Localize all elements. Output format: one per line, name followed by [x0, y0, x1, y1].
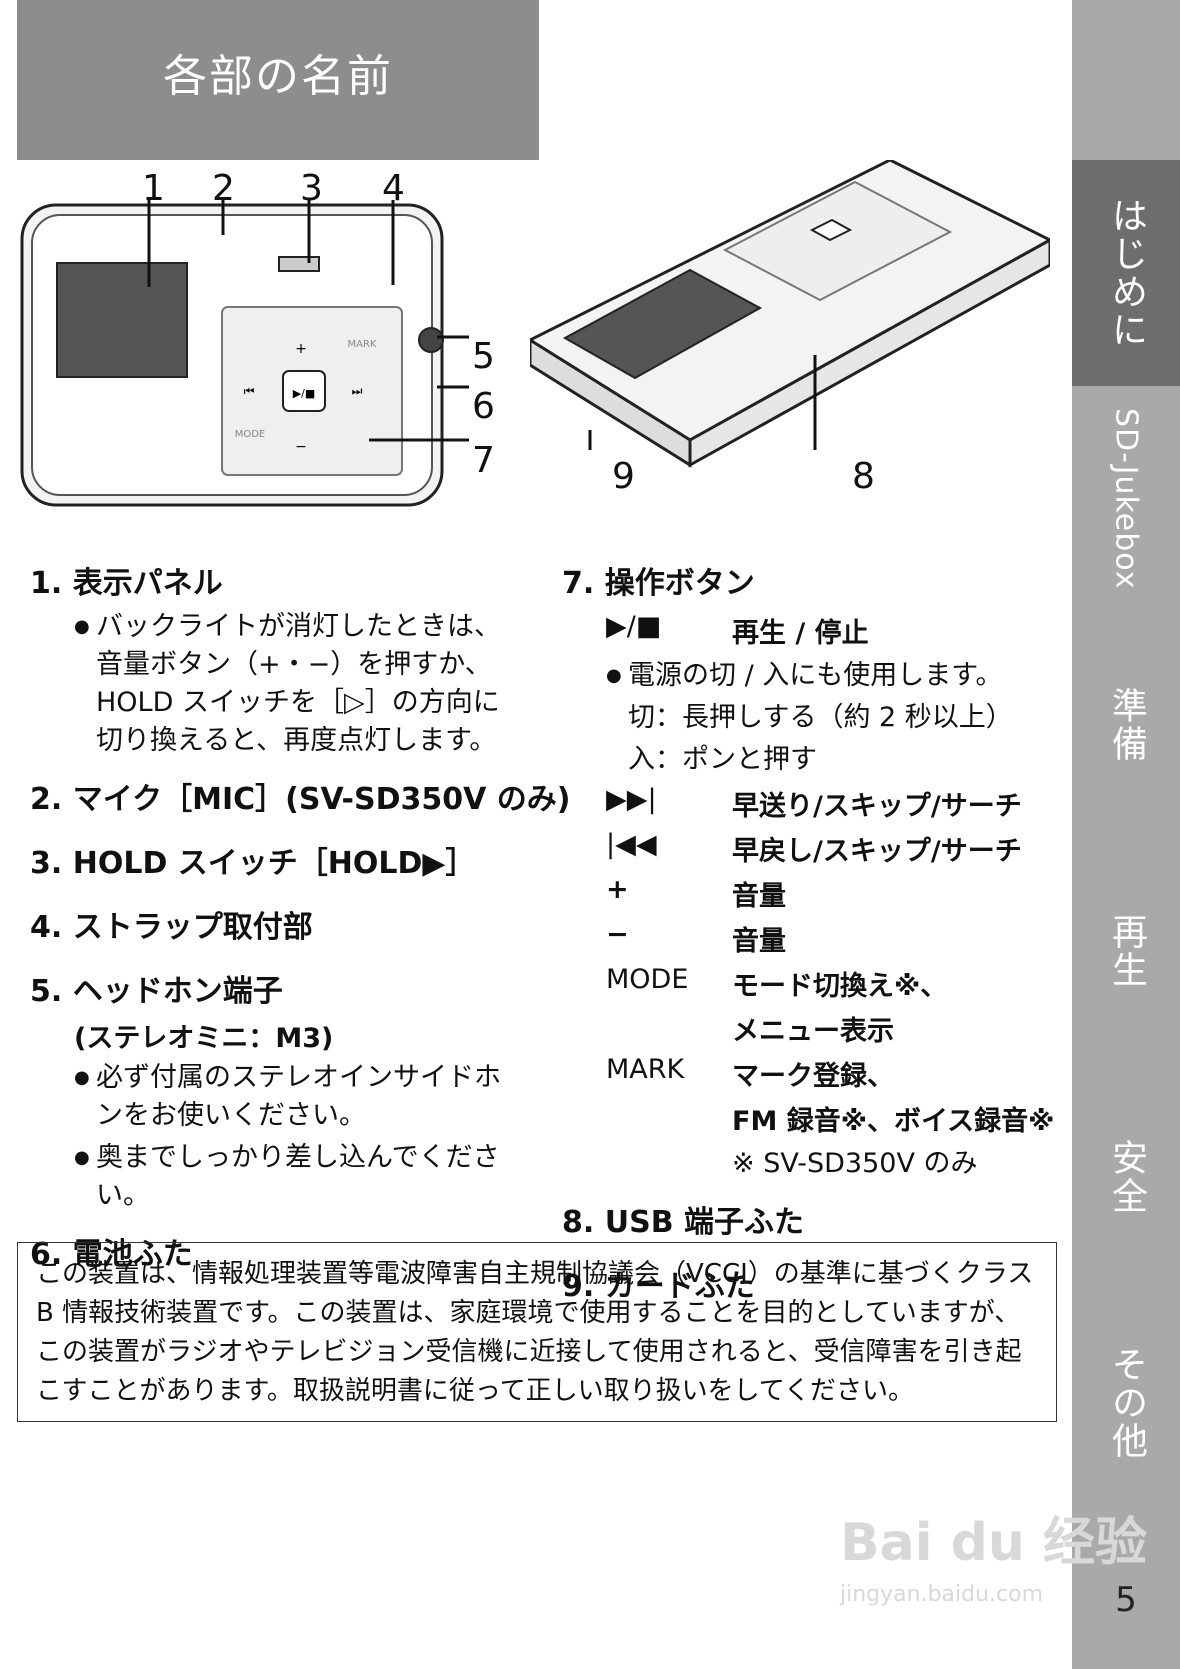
part-5-spec: (ステレオミニ：M3) — [74, 1023, 334, 1054]
part-7-power-note: 電源の切 / 入にも使用します。 — [606, 657, 1062, 695]
baidu-watermark: Bai du 经验 — [840, 1513, 1147, 1573]
part-7-footnote: ※ SV-SD350V のみ — [732, 1148, 978, 1179]
tab-anzen[interactable]: 安全 — [1072, 1064, 1180, 1290]
ops-row: メニュー表示 — [606, 1006, 1054, 1051]
prev-button-label: ⏮ — [244, 384, 255, 398]
chapter-sidebar: はじめに SD-Jukebox 準備 再生 安全 その他 — [1072, 0, 1180, 1669]
ops-key: ▶/■ — [606, 611, 662, 642]
section-title-box: 各部の名前 — [17, 0, 539, 160]
ops-row: ▶▶| 早送り/スキップ/サーチ — [606, 781, 1054, 826]
ops-key: + — [606, 874, 629, 905]
next-button-label: ⏭ — [352, 384, 363, 398]
part-9: 9. カードふた — [562, 1269, 755, 1304]
tab-sonota[interactable]: その他 — [1072, 1290, 1180, 1516]
ops-value: 再生 / 停止 — [732, 618, 869, 649]
ops-value: モード切換え※、 — [732, 971, 948, 1002]
ops-value: 早戻し/スキップ/サーチ — [732, 836, 1022, 867]
tab-label: SD-Jukebox — [1108, 408, 1144, 590]
ops-row: FM 録音※、ボイス録音※ — [606, 1096, 1054, 1141]
page-number: 5 — [1115, 1580, 1137, 1620]
part-5: 5. ヘッドホン端子 — [30, 974, 283, 1009]
tab-sd-jukebox[interactable]: SD-Jukebox — [1072, 386, 1180, 612]
callout-6: 6 — [472, 386, 495, 427]
device-front-illustration: ▶/■ + − ⏮ ⏭ MODE MARK — [20, 200, 469, 507]
part-7: 7. 操作ボタン — [562, 566, 755, 601]
callout-2: 2 — [212, 168, 235, 209]
ops-value: 早送り/スキップ/サーチ — [732, 791, 1022, 822]
callout-9: 9 — [612, 456, 635, 497]
callout-3: 3 — [300, 168, 323, 209]
mode-button-label: MODE — [235, 429, 266, 440]
ops-key — [606, 1006, 732, 1051]
ops-key: − — [606, 919, 629, 950]
parts-list-left: 1. 表示パネル バックライトが消灯したときは、音量ボタン（+・−）を押すか、H… — [30, 558, 571, 1279]
ops-key: MARK — [606, 1054, 685, 1085]
callout-4: 4 — [382, 168, 405, 209]
ops-row: |◀◀ 早戻し/スキップ/サーチ — [606, 826, 1054, 871]
page-title: 各部の名前 — [163, 51, 393, 102]
ops-row: MODE モード切換え※、 — [606, 961, 1054, 1006]
ops-key: MODE — [606, 964, 689, 995]
ops-key: |◀◀ — [606, 829, 657, 860]
part-3: 3. HOLD スイッチ［HOLD▶］ — [30, 846, 476, 881]
part-7-on-line: 入：ポンと押す — [628, 744, 817, 775]
part-2: 2. マイク［MIC］(SV-SD350V のみ) — [30, 782, 571, 817]
vcci-notice: この装置は、情報処理装置等電波障害自主規制協議会（VCCI）の基準に基づくクラス… — [17, 1242, 1057, 1422]
plus-button-label: + — [295, 341, 307, 357]
baidu-watermark-url: jingyan.baidu.com — [840, 1582, 1044, 1607]
parts-list-right: 7. 操作ボタン ▶/■ 再生 / 停止 電源の切 / 入にも使用します。 切：… — [562, 558, 1062, 1311]
part-1-note: バックライトが消灯したときは、音量ボタン（+・−）を押すか、HOLD スイッチを… — [74, 608, 526, 760]
minus-button-label: − — [295, 439, 307, 455]
device-angled-illustration — [530, 160, 1050, 468]
ops-key — [606, 1096, 732, 1141]
tab-junbi[interactable]: 準備 — [1072, 612, 1180, 838]
part-7-off-line: 切：長押しする（約 2 秒以上） — [628, 702, 1013, 733]
ops-value: 音量 — [732, 881, 786, 912]
tab-label: その他 — [1106, 1346, 1147, 1460]
part-4: 4. ストラップ取付部 — [30, 910, 313, 945]
play-stop-button-label: ▶/■ — [293, 387, 316, 400]
operation-buttons-table-2: ▶▶|早送り/スキップ/サーチ |◀◀早戻し/スキップ/サーチ +音量 −音量 … — [606, 781, 1054, 1141]
ops-row: MARK マーク登録、 — [606, 1051, 1054, 1096]
callout-5: 5 — [472, 336, 495, 377]
operation-buttons-table: ▶/■ 再生 / 停止 — [606, 608, 869, 653]
ops-value: 音量 — [732, 926, 786, 957]
callout-8: 8 — [852, 456, 875, 497]
tab-saisei[interactable]: 再生 — [1072, 838, 1180, 1064]
callout-7: 7 — [472, 440, 495, 481]
ops-value: マーク登録、 — [732, 1061, 894, 1092]
callout-1: 1 — [142, 168, 165, 209]
ops-value: FM 録音※、ボイス録音※ — [732, 1106, 1055, 1137]
tab-hajimeni[interactable]: はじめに — [1072, 160, 1180, 386]
part-5-note-1: 必ず付属のステレオインサイドホンをお使いください。 — [74, 1059, 526, 1135]
tab-label: 準備 — [1106, 687, 1147, 763]
ops-value: メニュー表示 — [732, 1016, 894, 1047]
part-5-note-2: 奥までしっかり差し込んでください。 — [74, 1139, 526, 1215]
mark-button-label: MARK — [348, 339, 377, 350]
tab-label: はじめに — [1106, 197, 1147, 349]
ops-key: ▶▶| — [606, 784, 657, 815]
part-8: 8. USB 端子ふた — [562, 1205, 805, 1240]
ops-row: ▶/■ 再生 / 停止 — [606, 608, 869, 653]
ops-row: − 音量 — [606, 916, 1054, 961]
part-1: 1. 表示パネル — [30, 566, 223, 601]
sidebar-spacer — [1072, 0, 1180, 160]
ops-row: + 音量 — [606, 871, 1054, 916]
tab-label: 安全 — [1106, 1139, 1147, 1215]
tab-label: 再生 — [1106, 913, 1147, 989]
